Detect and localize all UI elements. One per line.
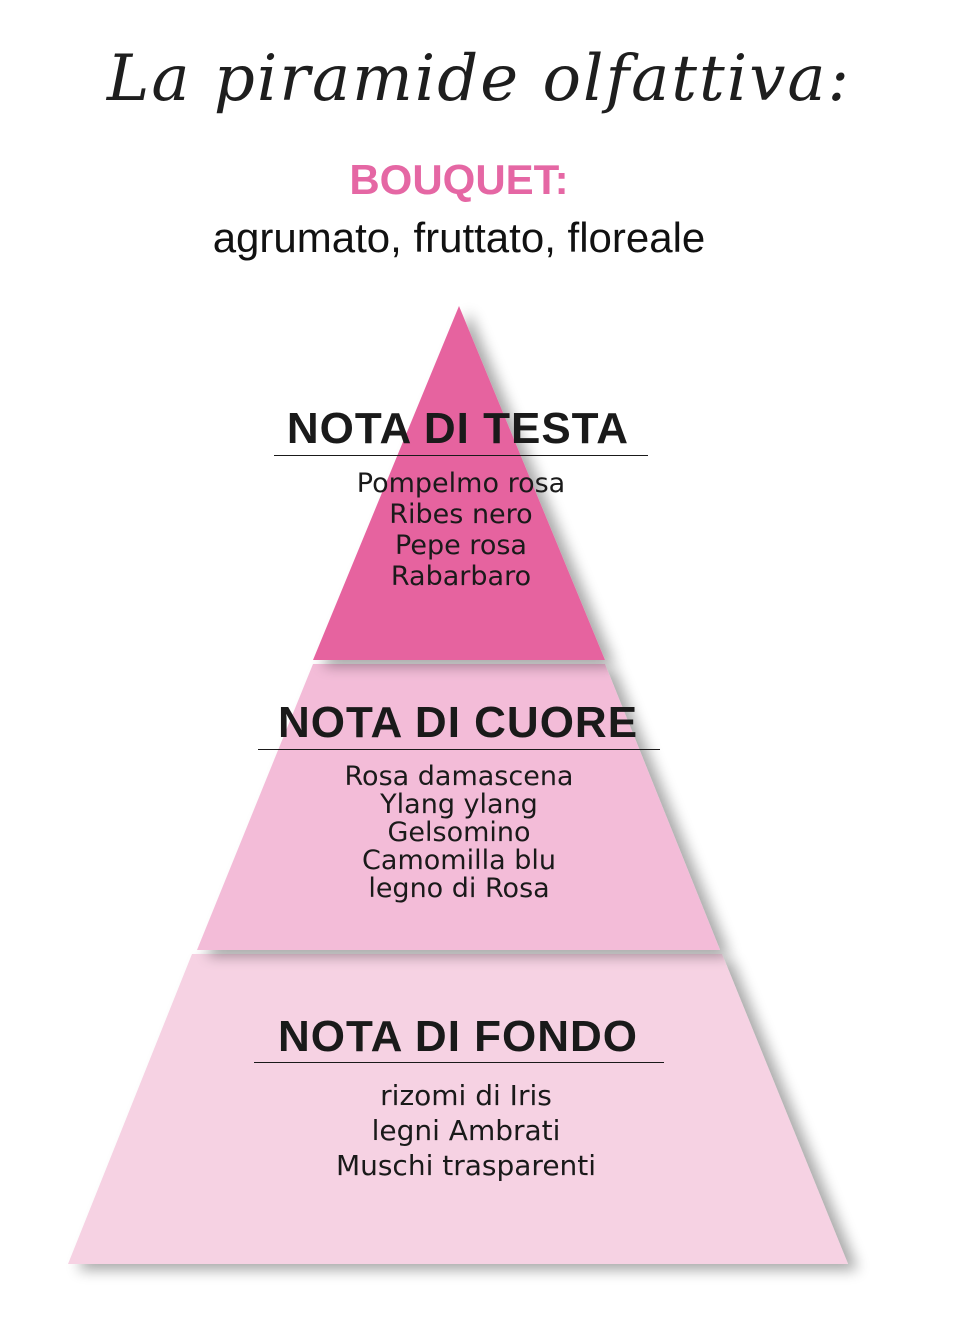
note-item: legni Ambrati [371, 1114, 561, 1147]
bouquet-value: agrumato, fruttato, floreale [212, 214, 706, 261]
note-item: Rabarbaro [390, 561, 532, 592]
note-item: legno di Rosa [368, 873, 550, 904]
tier-notes-bottom: rizomi di Iris legni Ambrati Muschi tras… [266, 1078, 666, 1183]
note-item: Ylang ylang [380, 789, 538, 820]
pyramid-tier-middle [197, 664, 720, 950]
note-item: Gelsomino [387, 817, 531, 848]
note-item: Pompelmo rosa [356, 468, 566, 499]
note-item: Muschi trasparenti [335, 1149, 597, 1182]
pyramid-tier-bottom [68, 954, 848, 1264]
note-item: Pepe rosa [395, 530, 527, 561]
tier-title-top: NOTA DI TESTA [286, 404, 630, 453]
pyramid-tier-top [313, 306, 605, 660]
tier-divider-middle [258, 749, 660, 750]
note-item: Ribes nero [389, 499, 533, 530]
tier-divider-top [274, 455, 648, 456]
page-title: La piramide olfattiva: [106, 42, 852, 116]
note-item: Rosa damascena [344, 761, 574, 792]
tier-divider-bottom [254, 1062, 664, 1063]
bouquet-label: BOUQUET: [349, 156, 569, 203]
tier-title-bottom: NOTA DI FONDO [277, 1012, 639, 1061]
tier-notes-top: Pompelmo rosa Ribes nero Pepe rosa Rabar… [258, 468, 664, 592]
tier-title-middle: NOTA DI CUORE [277, 698, 639, 747]
note-item: rizomi di Iris [380, 1079, 552, 1112]
note-item: Camomilla blu [362, 845, 556, 876]
tier-notes-middle: Rosa damascena Ylang ylang Gelsomino Cam… [258, 763, 660, 903]
